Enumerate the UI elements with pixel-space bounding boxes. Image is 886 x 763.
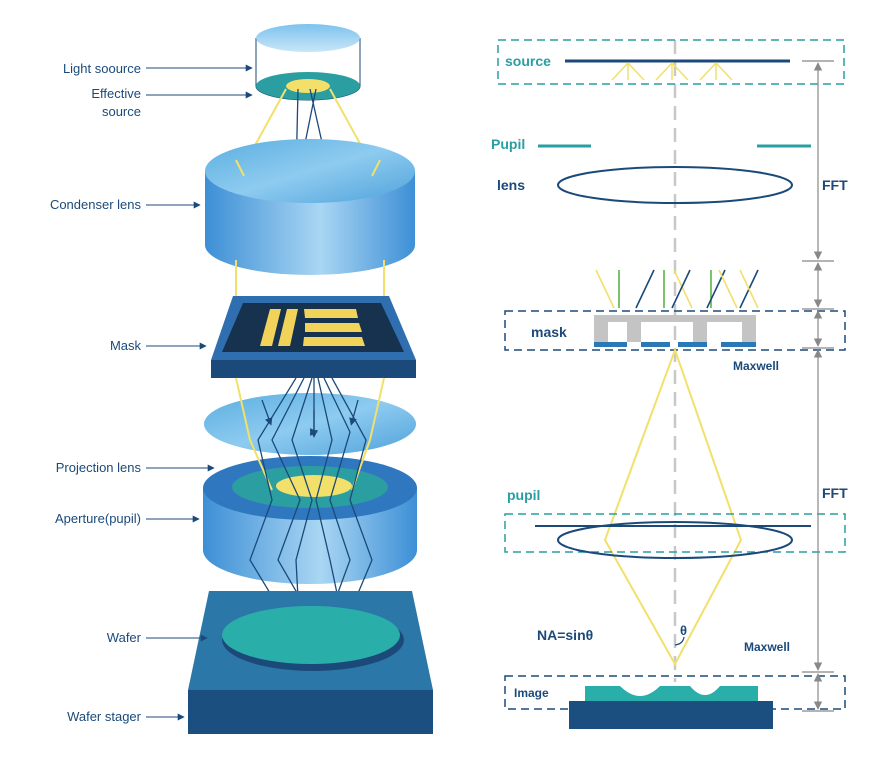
right-label-na: NA=sinθ — [537, 627, 593, 643]
projection-schematic: pupil — [504, 487, 846, 559]
label-light-source: Light soource — [63, 61, 141, 76]
label-mask: Mask — [110, 338, 142, 353]
right-label-maxwell-bottom: Maxwell — [744, 640, 790, 654]
label-wafer: Wafer — [107, 630, 142, 645]
theta-arc — [674, 636, 685, 646]
right-label-theta: θ — [680, 623, 687, 638]
right-label-fft-top: FFT — [822, 177, 848, 193]
label-effective-source-2: source — [102, 104, 141, 119]
right-label-lens: lens — [497, 177, 525, 193]
right-label-source: source — [505, 53, 551, 69]
condenser-rays — [235, 159, 385, 300]
right-label-fft-bottom: FFT — [822, 485, 848, 501]
condenser-lens — [205, 139, 415, 275]
projection-yellow-rays — [235, 377, 385, 491]
label-aperture: Aperture(pupil) — [55, 511, 141, 526]
diffraction-cone — [603, 347, 743, 667]
right-label-pupil-bottom: pupil — [507, 487, 540, 503]
condenser-schematic: Pupil lens — [491, 136, 811, 204]
label-condenser-lens: Condenser lens — [50, 197, 142, 212]
label-projection-lens: Projection lens — [56, 460, 142, 475]
left-labels: Light soource Effective source Condenser… — [50, 61, 253, 724]
source-box: source — [497, 39, 845, 85]
effective-source — [256, 72, 360, 100]
image-box: Image — [504, 675, 846, 729]
mask-incident-rays — [595, 269, 759, 309]
wafer — [222, 606, 404, 671]
dimension-lines — [802, 60, 834, 712]
projection-lens — [204, 393, 416, 455]
label-wafer-stager: Wafer stager — [67, 709, 142, 724]
right-label-mask: mask — [531, 324, 567, 340]
aperture-pupil — [203, 456, 417, 584]
projection-blue-rays — [249, 377, 373, 637]
right-label-maxwell-top: Maxwell — [733, 359, 779, 373]
mask-plate — [211, 296, 416, 378]
right-label-image: Image — [514, 686, 549, 700]
right-label-pupil-top: Pupil — [491, 136, 525, 152]
label-effective-source-1: Effective — [91, 86, 141, 101]
mask-box: mask Maxwell — [504, 310, 846, 373]
